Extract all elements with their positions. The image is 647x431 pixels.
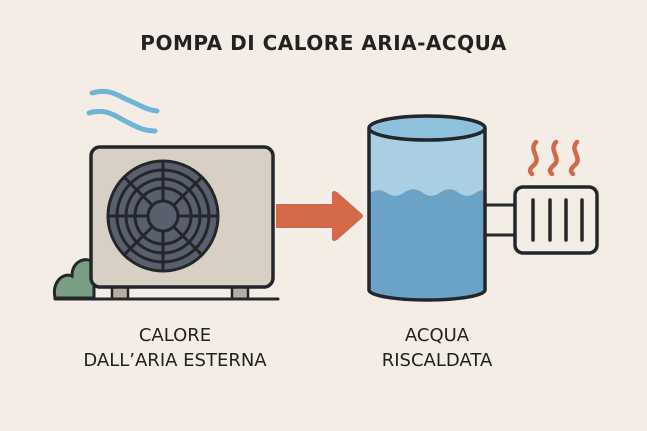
source-label-line2: DALL’ARIA ESTERNA (83, 350, 267, 371)
pipes (485, 203, 516, 237)
radiator-icon (513, 185, 599, 255)
water-tank (367, 114, 487, 302)
fan-icon (106, 159, 220, 273)
source-label-line1: CALORE (138, 325, 212, 346)
output-label-line2: RISCALDATA (381, 350, 493, 371)
output-label: ACQUA RISCALDATA (352, 323, 522, 373)
bush-icon (52, 258, 96, 300)
heat-steam-icon (527, 139, 580, 177)
air-flow-icon (86, 88, 160, 134)
heat-flow-arrow (276, 191, 363, 241)
source-label: CALORE DALL’ARIA ESTERNA (60, 323, 290, 373)
diagram-title: POMPA DI CALORE ARIA-ACQUA (140, 31, 507, 55)
output-label-line1: ACQUA (404, 325, 470, 346)
